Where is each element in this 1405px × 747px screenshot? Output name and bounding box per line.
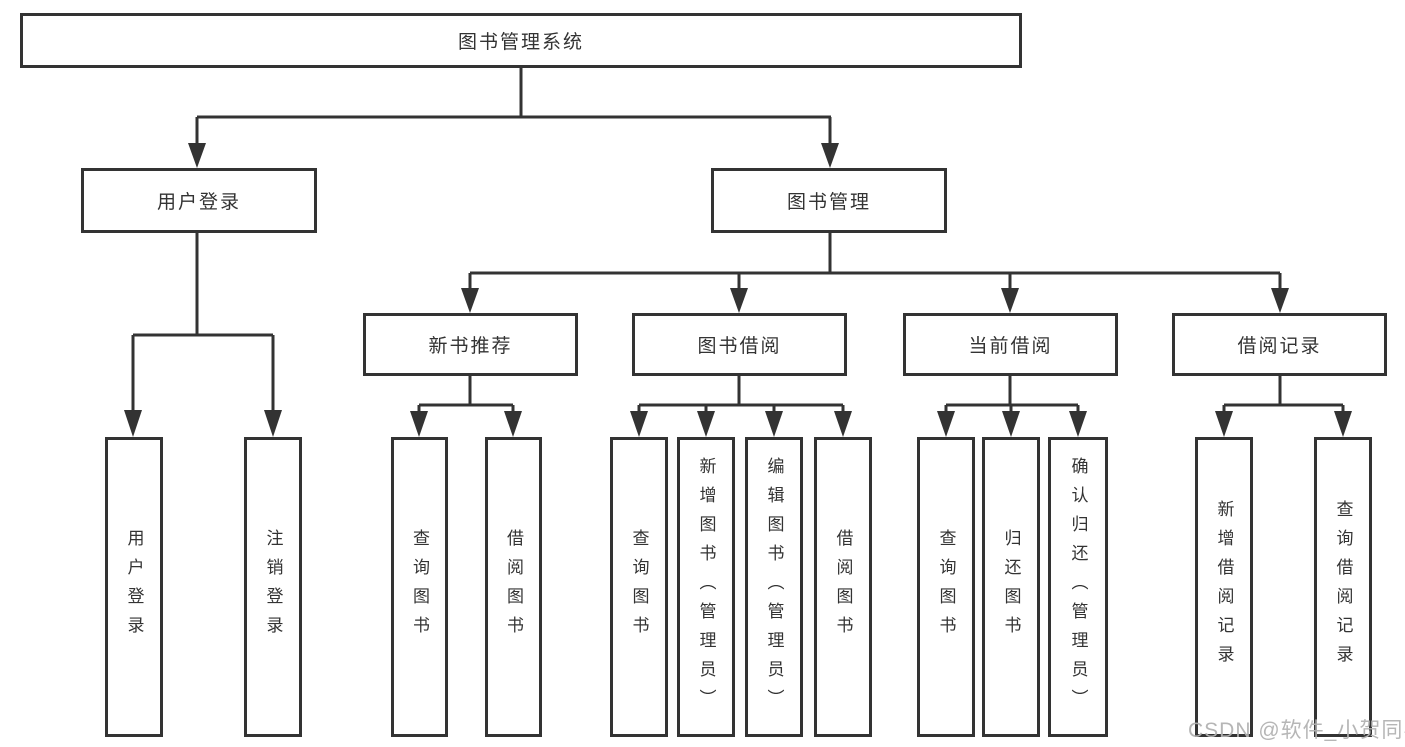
node-label: 编辑图书（管理员） (764, 456, 784, 718)
node-book-borrowing: 图书借阅 (632, 313, 847, 376)
leaf-add-borrow-record: 新增借阅记录 (1195, 437, 1253, 737)
node-label: 图书管理 (786, 192, 871, 213)
node-book-management: 图书管理 (711, 168, 947, 233)
leaf-query-borrow-record: 查询借阅记录 (1314, 437, 1372, 737)
leaf-borrow-books: 借阅图书 (485, 437, 542, 737)
node-label: 用户登录 (124, 529, 144, 645)
leaf-logout: 注销登录 (244, 437, 302, 737)
node-current-borrowing: 当前借阅 (903, 313, 1118, 376)
node-label: 借阅图书 (833, 529, 853, 645)
node-new-book-recommendation: 新书推荐 (363, 313, 578, 376)
node-label: 图书借阅 (697, 336, 782, 357)
node-label: 归还图书 (1001, 529, 1021, 645)
leaf-add-books-admin: 新增图书（管理员） (677, 437, 735, 737)
node-label: 借阅记录 (1237, 336, 1322, 357)
node-library-management-system: 图书管理系统 (20, 13, 1022, 68)
node-label: 确认归还（管理员） (1068, 456, 1088, 718)
leaf-query-books: 查询图书 (610, 437, 668, 737)
leaf-borrow-books: 借阅图书 (814, 437, 872, 737)
csdn-watermark: CSDN @软件_小贺同学 (1188, 719, 1405, 742)
node-label: 图书管理系统 (457, 32, 584, 53)
node-label: 用户登录 (156, 192, 241, 213)
leaf-query-books: 查询图书 (391, 437, 448, 737)
node-label: 查询图书 (629, 529, 649, 645)
leaf-edit-books-admin: 编辑图书（管理员） (745, 437, 803, 737)
node-label: 查询借阅记录 (1333, 500, 1353, 674)
node-label: 查询图书 (936, 529, 956, 645)
node-label: 注销登录 (263, 529, 283, 645)
node-label: 借阅图书 (504, 529, 523, 645)
node-label: 当前借阅 (968, 336, 1053, 357)
node-borrowing-records: 借阅记录 (1172, 313, 1387, 376)
node-label: 查询图书 (410, 529, 429, 645)
leaf-user-login: 用户登录 (105, 437, 163, 737)
node-label: 新书推荐 (428, 336, 513, 357)
leaf-return-books: 归还图书 (982, 437, 1040, 737)
node-label: 新增图书（管理员） (696, 456, 716, 718)
leaf-confirm-return-admin: 确认归还（管理员） (1048, 437, 1108, 737)
node-label: 新增借阅记录 (1214, 500, 1234, 674)
node-user-login: 用户登录 (81, 168, 317, 233)
leaf-query-books: 查询图书 (917, 437, 975, 737)
